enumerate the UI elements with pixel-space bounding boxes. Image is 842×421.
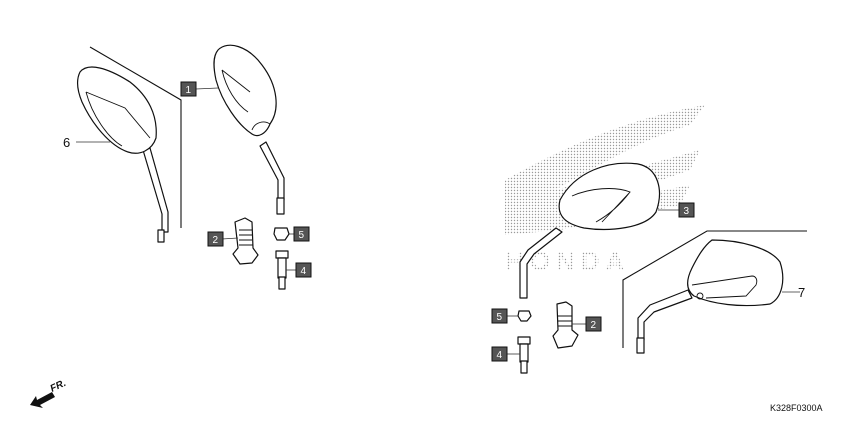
callout-number: 3: [684, 206, 690, 217]
callout-7: 7: [798, 285, 805, 300]
callout-number: 1: [186, 85, 192, 96]
mirror-part-3: [519, 162, 660, 299]
callout-1: 1: [180, 81, 197, 97]
callout-number: 5: [497, 312, 503, 323]
grommet-part-2-left: [232, 217, 259, 265]
callout-number: 4: [497, 350, 503, 361]
group-frame-left: [89, 46, 182, 228]
callout-5: 5: [293, 226, 310, 242]
nut-part-5-left: [273, 227, 290, 241]
group-frame-right: [622, 230, 807, 348]
callout-4: 4: [491, 346, 508, 362]
front-direction-arrow: FR.: [30, 378, 68, 408]
callout-2: 2: [207, 231, 224, 247]
bolt-part-4-left: [275, 250, 289, 290]
front-direction-label: FR.: [49, 378, 68, 395]
mirror-part-1: [213, 44, 285, 215]
callout-number: 2: [591, 320, 597, 331]
callout-number: 4: [301, 266, 307, 277]
callout-box: [295, 262, 312, 278]
callout-box: [180, 81, 197, 97]
callout-3: 3: [678, 202, 695, 218]
callout-box: [207, 231, 224, 247]
callout-5: 5: [491, 308, 508, 324]
callout-2: 2: [585, 316, 602, 332]
grommet-part-2-right: [552, 301, 579, 349]
callout-box: [293, 226, 310, 242]
callout-6: 6: [63, 135, 70, 150]
callout-box: [491, 346, 508, 362]
leader-lines: [76, 87, 800, 355]
callout-number: 2: [213, 235, 219, 246]
callout-number: 7: [798, 285, 805, 300]
nut-part-5-right: [517, 310, 532, 322]
bolt-part-4-right: [517, 336, 531, 374]
callout-box: [678, 202, 695, 218]
diagram-code: K328F0300A: [770, 403, 823, 413]
callout-number: 6: [63, 135, 70, 150]
callout-4: 4: [295, 262, 312, 278]
mirror-part-6: [76, 66, 169, 243]
callout-number: 5: [299, 230, 305, 241]
mirror-part-7: [636, 239, 784, 354]
callout-box: [585, 316, 602, 332]
callout-box: [491, 308, 508, 324]
